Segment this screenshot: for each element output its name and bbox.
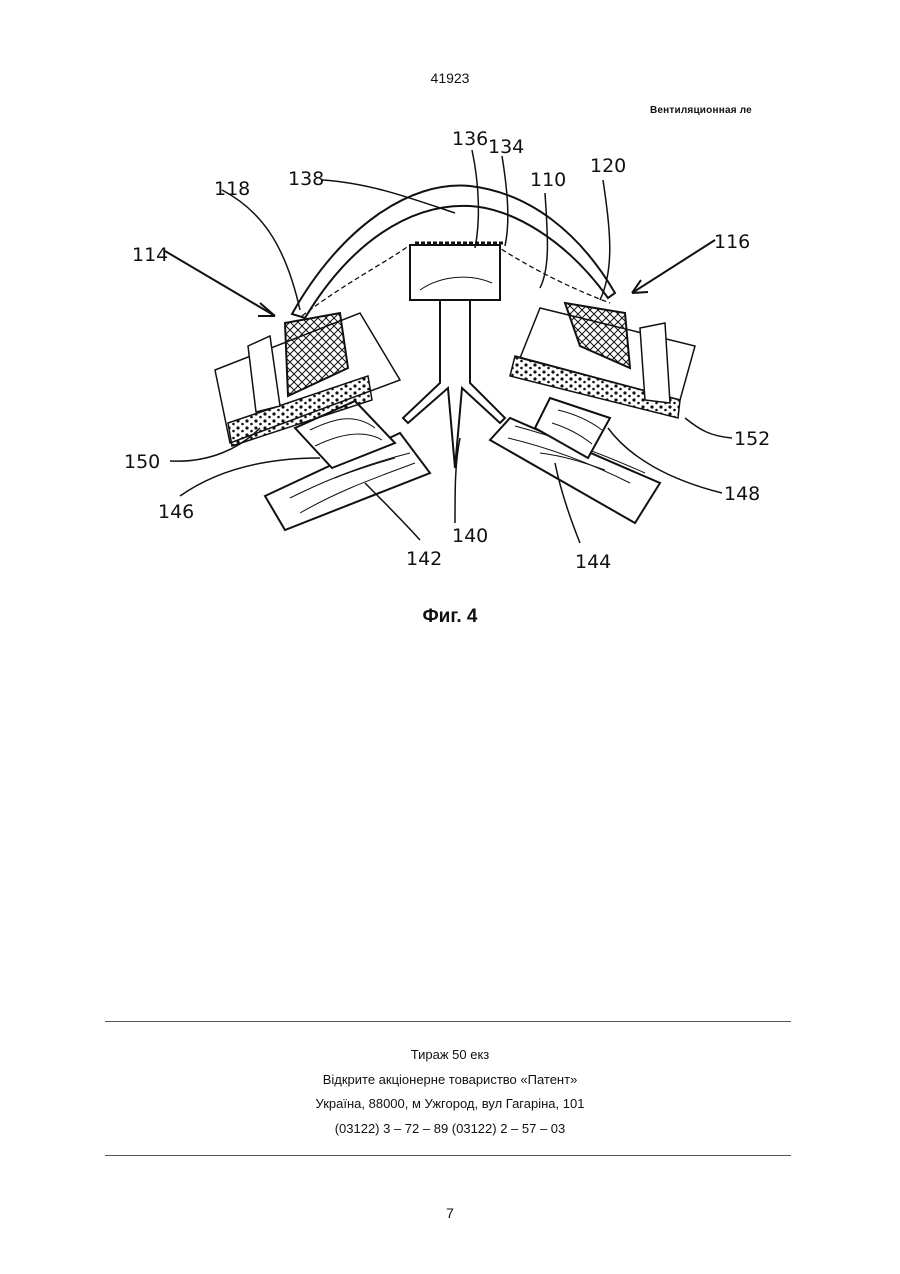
label-144: 144 bbox=[575, 551, 611, 573]
imprint-block: Тираж 50 екз Відкрите акціонерне товарис… bbox=[0, 1043, 900, 1141]
arrow-116-shaft bbox=[632, 240, 715, 293]
left-mesh-filter bbox=[285, 313, 348, 396]
label-114: 114 bbox=[132, 244, 168, 266]
label-120: 120 bbox=[590, 155, 626, 177]
label-136: 136 bbox=[452, 128, 488, 150]
left-flange bbox=[248, 336, 280, 412]
page-header-number: 41923 bbox=[0, 70, 900, 86]
imprint-top-rule bbox=[105, 1021, 791, 1022]
right-mesh-filter bbox=[565, 303, 630, 368]
imprint-publisher: Відкрите акціонерне товариство «Патент» bbox=[0, 1068, 900, 1093]
ridge-beam bbox=[403, 300, 505, 468]
label-110: 110 bbox=[530, 169, 566, 191]
ridge-block bbox=[410, 245, 500, 300]
header-title-fragment: Вентиляционная ле bbox=[650, 105, 752, 116]
label-118: 118 bbox=[214, 178, 250, 200]
leader-142 bbox=[365, 483, 420, 540]
arrow-114-head bbox=[258, 303, 275, 316]
label-116: 116 bbox=[714, 231, 750, 253]
figure-caption: Фиг. 4 bbox=[0, 606, 900, 628]
label-152: 152 bbox=[734, 428, 770, 450]
ridge-vent-drawing: 114 116 118 138 136 134 110 120 150 146 … bbox=[110, 118, 790, 588]
imprint-address: Україна, 88000, м Ужгород, вул Гагаріна,… bbox=[0, 1092, 900, 1117]
patent-figure: 114 116 118 138 136 134 110 120 150 146 … bbox=[110, 118, 790, 588]
label-146: 146 bbox=[158, 501, 194, 523]
imprint-bottom-rule bbox=[105, 1155, 791, 1156]
leader-152 bbox=[685, 418, 732, 438]
label-142: 142 bbox=[406, 548, 442, 570]
arrow-114-shaft bbox=[165, 251, 275, 316]
label-148: 148 bbox=[724, 483, 760, 505]
label-134: 134 bbox=[488, 136, 524, 158]
page-footer-number: 7 bbox=[0, 1205, 900, 1221]
label-150: 150 bbox=[124, 451, 160, 473]
arrow-116-head bbox=[632, 280, 648, 293]
label-140: 140 bbox=[452, 525, 488, 547]
imprint-circulation: Тираж 50 екз bbox=[0, 1043, 900, 1068]
imprint-phones: (03122) 3 – 72 – 89 (03122) 2 – 57 – 03 bbox=[0, 1117, 900, 1142]
right-flange bbox=[640, 323, 670, 403]
label-138: 138 bbox=[288, 168, 324, 190]
